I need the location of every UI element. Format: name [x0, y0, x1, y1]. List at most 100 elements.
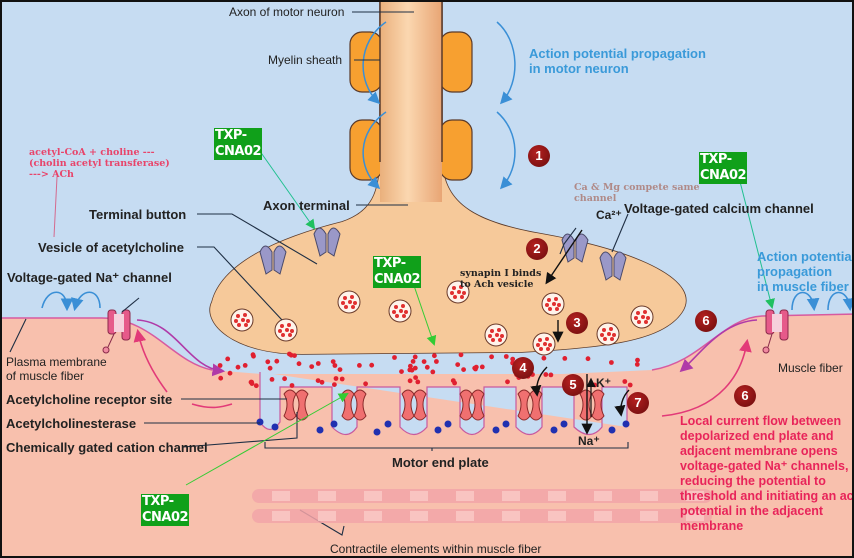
ach-molecule: [408, 363, 413, 369]
ach-molecule: [330, 359, 336, 364]
ach-molecule: [489, 354, 494, 360]
ach-molecule: [473, 366, 478, 372]
step-marker-4: 4: [512, 357, 534, 379]
ach-molecule: [269, 377, 275, 382]
ach-molecule: [452, 380, 457, 386]
ach-molecule: [458, 352, 464, 358]
ach-molecule: [562, 356, 568, 361]
acetylcholinesterase: [608, 426, 616, 434]
step-marker-1: 1: [528, 145, 550, 167]
ach-receptor: [401, 389, 427, 421]
label-terminal-button: Terminal button: [89, 207, 187, 222]
label-axon-of-motor-neuron: Axon of motor neuron: [229, 5, 345, 19]
ach-molecule: [225, 356, 231, 362]
label-voltage-gated-calcium-channel: Voltage-gated calcium channel: [624, 201, 814, 216]
ach-molecule: [412, 365, 418, 371]
ap-arrow-left-1: [362, 21, 387, 105]
label-ap-muscle-fiber: Action potential propagation in muscle f…: [757, 249, 854, 294]
acetylcholinesterase: [271, 423, 279, 431]
ach-molecule: [541, 355, 547, 361]
vesicle: [541, 292, 565, 316]
vesicle: [532, 332, 556, 356]
ach-molecule: [622, 379, 628, 384]
myelin-sheath-right-bottom: [439, 119, 473, 181]
ach-molecule: [609, 360, 614, 365]
label-acetylcholinesterase: Acetylcholinesterase: [6, 416, 137, 431]
acetylcholinesterase: [316, 426, 324, 434]
vesicle: [230, 308, 254, 332]
ach-molecule: [267, 365, 273, 371]
step-marker-2: 2: [526, 238, 548, 260]
ach-molecule: [410, 359, 416, 364]
ap-arrow-right-2: [496, 111, 516, 190]
tag-receptor: TXP-CNA02: [141, 494, 190, 526]
label-local-current-flow: Local current flow between depolarized e…: [680, 414, 854, 533]
ach-molecule: [309, 364, 315, 369]
myofibril: [252, 489, 712, 503]
acetylcholinesterase: [444, 420, 452, 428]
vesicles: [230, 280, 654, 356]
label-ap-motor-neuron: Action potential propagation in motor ne…: [529, 46, 706, 76]
acetylcholinesterase: [550, 426, 558, 434]
ach-molecule: [432, 353, 437, 359]
contractile-elements: [252, 489, 712, 523]
vesicle: [388, 299, 412, 323]
ach-molecule: [242, 363, 248, 368]
ach-molecule: [413, 375, 418, 380]
label-plasma-membrane: Plasma membrane of muscle fiber: [6, 355, 107, 383]
acetylcholinesterase: [502, 420, 510, 428]
label-ach-receptor-site: Acetylcholine receptor site: [6, 392, 173, 407]
myelin-sheath-right-top: [439, 31, 473, 93]
ach-molecule: [282, 376, 287, 382]
acetylcholinesterase: [330, 420, 338, 428]
vesicle: [596, 322, 620, 346]
ach-receptor: [579, 389, 605, 421]
ach-molecule: [315, 361, 321, 366]
ach-molecule: [287, 351, 292, 357]
vesicle: [484, 323, 508, 347]
ach-molecule: [319, 379, 325, 385]
ach-molecule: [461, 367, 466, 372]
ach-molecule: [333, 376, 339, 381]
acetylcholinesterase: [434, 426, 442, 434]
ach-molecule: [337, 367, 343, 372]
ach-molecule: [415, 379, 421, 385]
ach-molecule: [235, 364, 241, 370]
ach-molecule: [635, 357, 640, 363]
ach-molecule: [357, 363, 362, 368]
acetylcholinesterase: [384, 420, 392, 428]
ach-molecule: [332, 363, 338, 368]
ach-molecule: [274, 358, 280, 364]
ach-molecule: [503, 354, 509, 359]
label-chemically-gated-channel: Chemically gated cation channel: [6, 440, 208, 455]
ach-molecule: [253, 383, 259, 389]
label-voltage-gated-na-channel: Voltage-gated Na⁺ channel: [7, 270, 172, 285]
ach-molecule: [430, 369, 436, 375]
myofibril: [252, 509, 712, 523]
ach-molecule: [296, 361, 302, 367]
label-axon-terminal: Axon terminal: [263, 198, 350, 213]
calcium-channel: [259, 227, 627, 281]
ach-molecule: [412, 354, 418, 360]
label-myelin-sheath: Myelin sheath: [268, 53, 343, 67]
ach-molecule: [248, 379, 254, 385]
step-marker-3: 3: [566, 312, 588, 334]
tag-muscle-na-channel: TXP-CNA02: [699, 152, 748, 184]
ach-molecule: [251, 353, 256, 359]
ach-molecule: [455, 362, 461, 367]
ach-molecule: [227, 370, 233, 376]
vesicle: [274, 318, 298, 342]
voltage-gated-na-channel-right: [762, 309, 789, 354]
acetylcholinesterase: [560, 420, 568, 428]
ach-molecule: [505, 379, 510, 385]
voltage-gated-na-channel-left: [102, 309, 131, 354]
ach-molecule: [392, 355, 397, 360]
ach-molecule: [424, 364, 430, 370]
label-ca-ion: Ca²⁺: [596, 208, 622, 222]
ach-receptor: [459, 389, 485, 421]
ach-molecule: [369, 362, 375, 368]
vesicle: [337, 290, 361, 314]
ach-molecule: [434, 359, 439, 364]
ap-arrow-right-1: [496, 21, 516, 105]
